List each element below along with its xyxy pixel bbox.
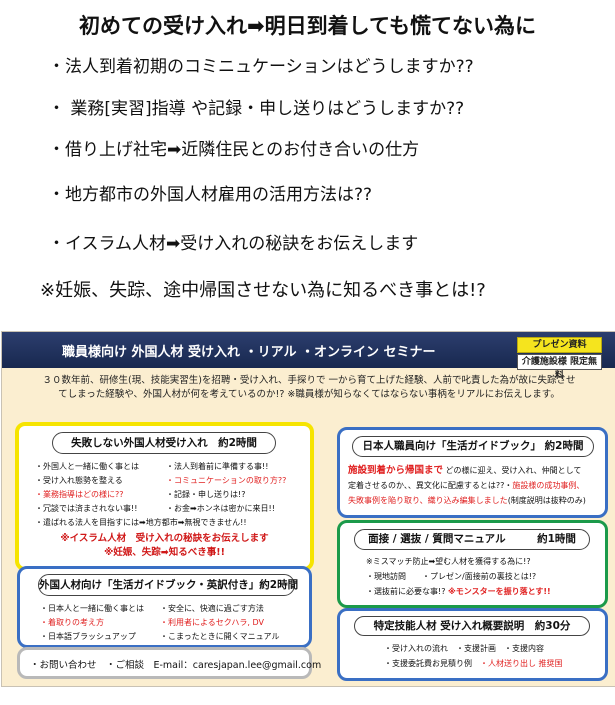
course-text: ・受け入れの流れ ・支援計画 ・支援内容 — [384, 644, 544, 653]
course-item: ・お金➡ホンネは密かに来日!! — [166, 504, 275, 513]
bullet-item: ・地方都市の外国人材雇用の活用方法は?? — [48, 185, 373, 205]
course-card-guidebook-foreign: 外国人材向け「生活ガイドブック・英訳付き」約2時間 ・日本人と一緒に働く事とは … — [17, 566, 312, 648]
course-title: 日本人職員向け「生活ガイドブック」 約2時間 — [352, 436, 594, 457]
course-highlights: ※イスラム人材 受け入れの秘訣をお伝えします ※妊娠、失踪➡知るべき事!! — [19, 532, 310, 560]
flyer-title: 職員様向け 外国人材 受け入れ ・リアル ・オンライン セミナー — [62, 345, 436, 360]
course-text: どの様に迎え、受け入れ、仲間として — [443, 466, 582, 475]
course-text: ・選抜前に必要な事!? — [366, 587, 448, 596]
course-item: ・安全に、快適に過ごす方法 — [160, 604, 264, 613]
course-title: 外国人材向け「生活ガイドブック・英訳付き」約2時間 — [38, 574, 298, 596]
course-item: ・業務指導はどの様に?? — [35, 490, 124, 499]
course-highlight: ・人材送り出し 推奨国 — [480, 659, 563, 668]
contact-box: ・お問い合わせ ・ご相談 E-mail：caresjapan.lee@gmail… — [17, 647, 321, 679]
course-item: ・コミュニケーションの取り方?? — [166, 476, 287, 485]
presentation-badge: プレゼン資料 — [517, 337, 602, 353]
course-left-items: ・日本人と一緒に働く事とは ・着取りの考え方 ・日本語ブラッシュアップ — [40, 602, 144, 644]
course-item: ・法人到着前に準備する事!! — [166, 462, 269, 471]
course-title: 特定技能人材 受け入れ概要説明 約30分 — [354, 616, 590, 636]
highlight-islam: ※イスラム人材 受け入れの秘訣をお伝えします — [60, 533, 269, 544]
main-title: 初めての受け入れ➡明日到着しても慌てない為に — [79, 14, 536, 38]
course-item: ・外国人と一緒に働く事とは — [35, 462, 139, 471]
course-item: ・遣ばれる法人を目指すには➡地方都市➡無視できません!! — [35, 518, 247, 527]
intro-line: ３０数年前、研修生(現、技能実習生)を招聘・受け入れ、手探りで 一から育て上げた… — [42, 375, 576, 386]
course-highlight: ※モンスターを振り落とす!! — [448, 587, 551, 596]
course-right-items: ・法人到着前に準備する事!! ・コミュニケーションの取り方?? ・記録・申し送り… — [166, 460, 286, 516]
free-offer-badge: 介護施設様 限定無料 — [517, 354, 602, 381]
course-highlight: 施設到着から帰国まで — [348, 465, 444, 476]
course-item: ・着取りの考え方 — [40, 618, 104, 627]
bullet-item: ・借り上げ社宅➡近隣住民とのお付き合いの仕方 — [48, 140, 420, 160]
flyer-intro: ３０数年前、研修生(現、技能実習生)を招聘・受け入れ、手探りで 一から育て上げた… — [10, 374, 608, 402]
course-title: 面接 / 選抜 / 質問マニュアル 約1時間 — [354, 529, 590, 550]
course-item: ・日本語ブラッシュアップ — [40, 632, 136, 641]
warning-note: ※妊娠、失踪、途中帰国させない為に知るべき事とは!? — [40, 280, 486, 301]
course-item: ・記録・申し送りは!? — [166, 490, 246, 499]
course-item: ・冗談では済まされない事!! — [35, 504, 138, 513]
course-item: ・受け入れ態勢を整える — [35, 476, 123, 485]
intro-line: てしまった経験や、外国人材が何を考えているのか!? ※職員様が知らなくてはならな… — [58, 389, 560, 400]
course-highlight: 失敗事例を陥り取り、織り込み編集しました — [348, 496, 508, 505]
course-item: ・利用者によるセクハラ, DV — [160, 618, 264, 627]
course-description: 施設到着から帰国まで どの様に迎え、受け入れ、仲間として 定着させるのか、、異文… — [348, 463, 586, 508]
contact-email[interactable]: ・お問い合わせ ・ご相談 E-mail：caresjapan.lee@gmail… — [30, 660, 322, 671]
bullet-item: ・イスラム人材➡受け入れの秘訣をお伝えします — [48, 234, 419, 254]
course-card-interview: 面接 / 選抜 / 質問マニュアル 約1時間 ※ミスマッチ防止➡望む人材を獲得す… — [337, 520, 608, 608]
course-description: ※ミスマッチ防止➡望む人材を獲得する為に!? ・現地訪問 ・プレゼン/面接前の裏… — [366, 554, 551, 599]
course-highlight: 施設様の成功事例、 — [512, 481, 585, 490]
bullet-item: ・ 業務[実習]指導 や記録・申し送りはどうしますか?? — [48, 99, 465, 119]
course-text: ※ミスマッチ防止➡望む人材を獲得する為に!? — [366, 557, 531, 566]
course-left-items: ・外国人と一緒に働く事とは ・受け入れ態勢を整える ・業務指導はどの様に?? ・… — [35, 460, 247, 530]
course-text: (制度説明は抜粋のみ) — [507, 496, 586, 505]
course-text: ・現地訪問 ・プレゼン/面接前の裏技とは!? — [366, 572, 537, 581]
course-item: ・こまったときに開くマニュアル — [160, 632, 280, 641]
flyer-banner: 職員様向け 外国人材 受け入れ ・リアル ・オンライン セミナー プレゼン資料 … — [2, 332, 615, 381]
seminar-flyer: 職員様向け 外国人材 受け入れ ・リアル ・オンライン セミナー プレゼン資料 … — [1, 331, 615, 687]
bullet-item: ・法人到着初期のコミニュケーションはどうしますか?? — [48, 57, 474, 77]
course-item: ・日本人と一緒に働く事とは — [40, 604, 144, 613]
course-description: ・受け入れの流れ ・支援計画 ・支援内容 ・支援委託費お見積り例 ・人材送り出し… — [384, 641, 563, 671]
course-text: ・支援委託費お見積り例 — [384, 659, 480, 668]
course-title: 失敗しない外国人材受け入れ 約2時間 — [52, 432, 276, 454]
course-text: 定着させるのか、、異文化に配慮するとは??・ — [348, 481, 513, 490]
course-right-items: ・安全に、快適に過ごす方法 ・利用者によるセクハラ, DV ・こまったときに開く… — [160, 602, 279, 644]
course-card-specified-skills: 特定技能人材 受け入れ概要説明 約30分 ・受け入れの流れ ・支援計画 ・支援内… — [337, 608, 608, 681]
highlight-pregnancy: ※妊娠、失踪➡知るべき事!! — [104, 547, 225, 558]
course-card-failsafe: 失敗しない外国人材受け入れ 約2時間 ・外国人と一緒に働く事とは ・受け入れ態勢… — [15, 422, 314, 571]
course-card-guidebook-japanese: 日本人職員向け「生活ガイドブック」 約2時間 施設到着から帰国まで どの様に迎え… — [337, 427, 608, 518]
